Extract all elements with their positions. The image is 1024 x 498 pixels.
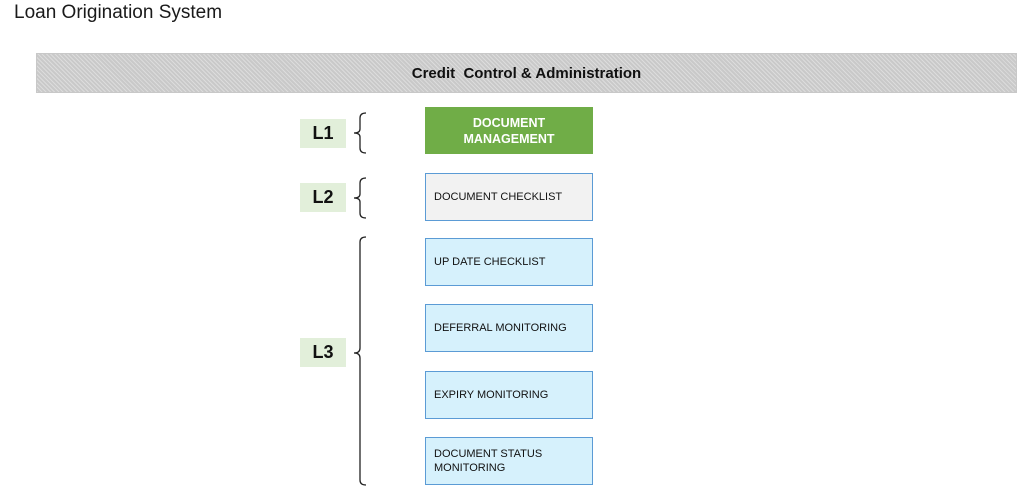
expiry-monitoring-label: EXPIRY MONITORING xyxy=(434,389,549,401)
brace-l3 xyxy=(353,236,367,486)
level-label-l3: L3 xyxy=(300,338,346,367)
document-checklist-box[interactable]: DOCUMENT CHECKLIST xyxy=(425,173,593,221)
document-management-box[interactable]: DOCUMENT MANAGEMENT xyxy=(425,107,593,154)
update-checklist-box[interactable]: UP DATE CHECKLIST xyxy=(425,238,593,286)
department-banner: Credit Control & Administration xyxy=(36,53,1017,93)
document-status-monitoring-label: DOCUMENT STATUS MONITORING xyxy=(434,448,543,474)
level-label-l2: L2 xyxy=(300,183,346,212)
expiry-monitoring-box[interactable]: EXPIRY MONITORING xyxy=(425,371,593,419)
update-checklist-label: UP DATE CHECKLIST xyxy=(434,256,546,268)
level-label-l1: L1 xyxy=(300,119,346,148)
brace-l1 xyxy=(353,112,367,154)
document-checklist-label: DOCUMENT CHECKLIST xyxy=(434,191,563,203)
app-title: Loan Origination System xyxy=(14,2,223,23)
deferral-monitoring-label: DEFERRAL MONITORING xyxy=(434,322,567,334)
brace-l2 xyxy=(353,177,367,219)
deferral-monitoring-box[interactable]: DEFERRAL MONITORING xyxy=(425,304,593,352)
document-management-label: DOCUMENT MANAGEMENT xyxy=(463,115,555,146)
document-status-monitoring-box[interactable]: DOCUMENT STATUS MONITORING xyxy=(425,437,593,485)
